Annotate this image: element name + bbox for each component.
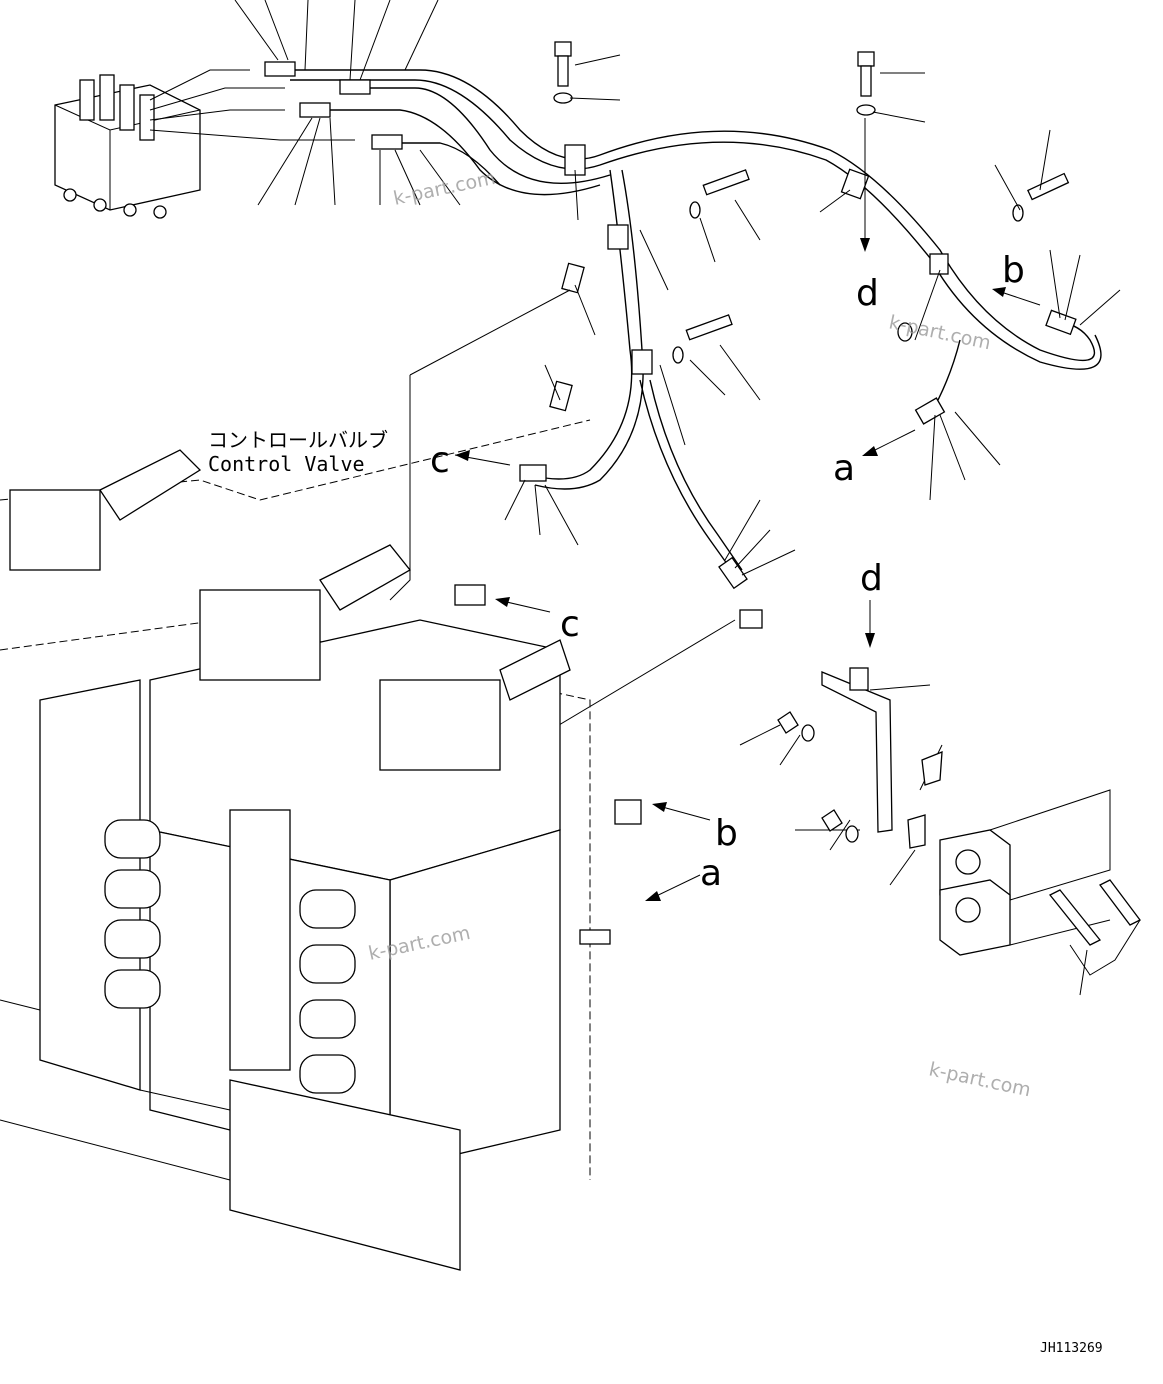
label-d-upper: d	[856, 273, 879, 314]
drawing-number: JH113269	[1040, 1341, 1103, 1356]
watermark-1: k-part.com	[391, 167, 497, 210]
label-c-lower: c	[560, 604, 580, 645]
label-b-lower: b	[715, 813, 738, 854]
leader-lines	[234, 0, 1141, 996]
hose-bundle	[264, 61, 1102, 590]
label-a-lower: a	[700, 853, 722, 894]
pilot-valve-inset	[54, 69, 355, 219]
control-valve-assembly	[0, 419, 763, 1271]
label-b-upper: b	[1002, 250, 1025, 291]
watermark-4: k-part.com	[927, 1058, 1033, 1101]
label-a-upper: a	[833, 448, 855, 489]
bracket	[777, 667, 1141, 956]
label-d-lower: d	[860, 558, 883, 599]
connection-arrows	[454, 118, 1041, 901]
watermark-2: k-part.com	[887, 311, 993, 354]
label-c-upper: c	[430, 440, 450, 481]
solenoids	[104, 819, 356, 1094]
control-valve-label-en: Control Valve	[208, 452, 365, 476]
control-valve-label-jp: コントロールバルブ	[208, 428, 388, 452]
